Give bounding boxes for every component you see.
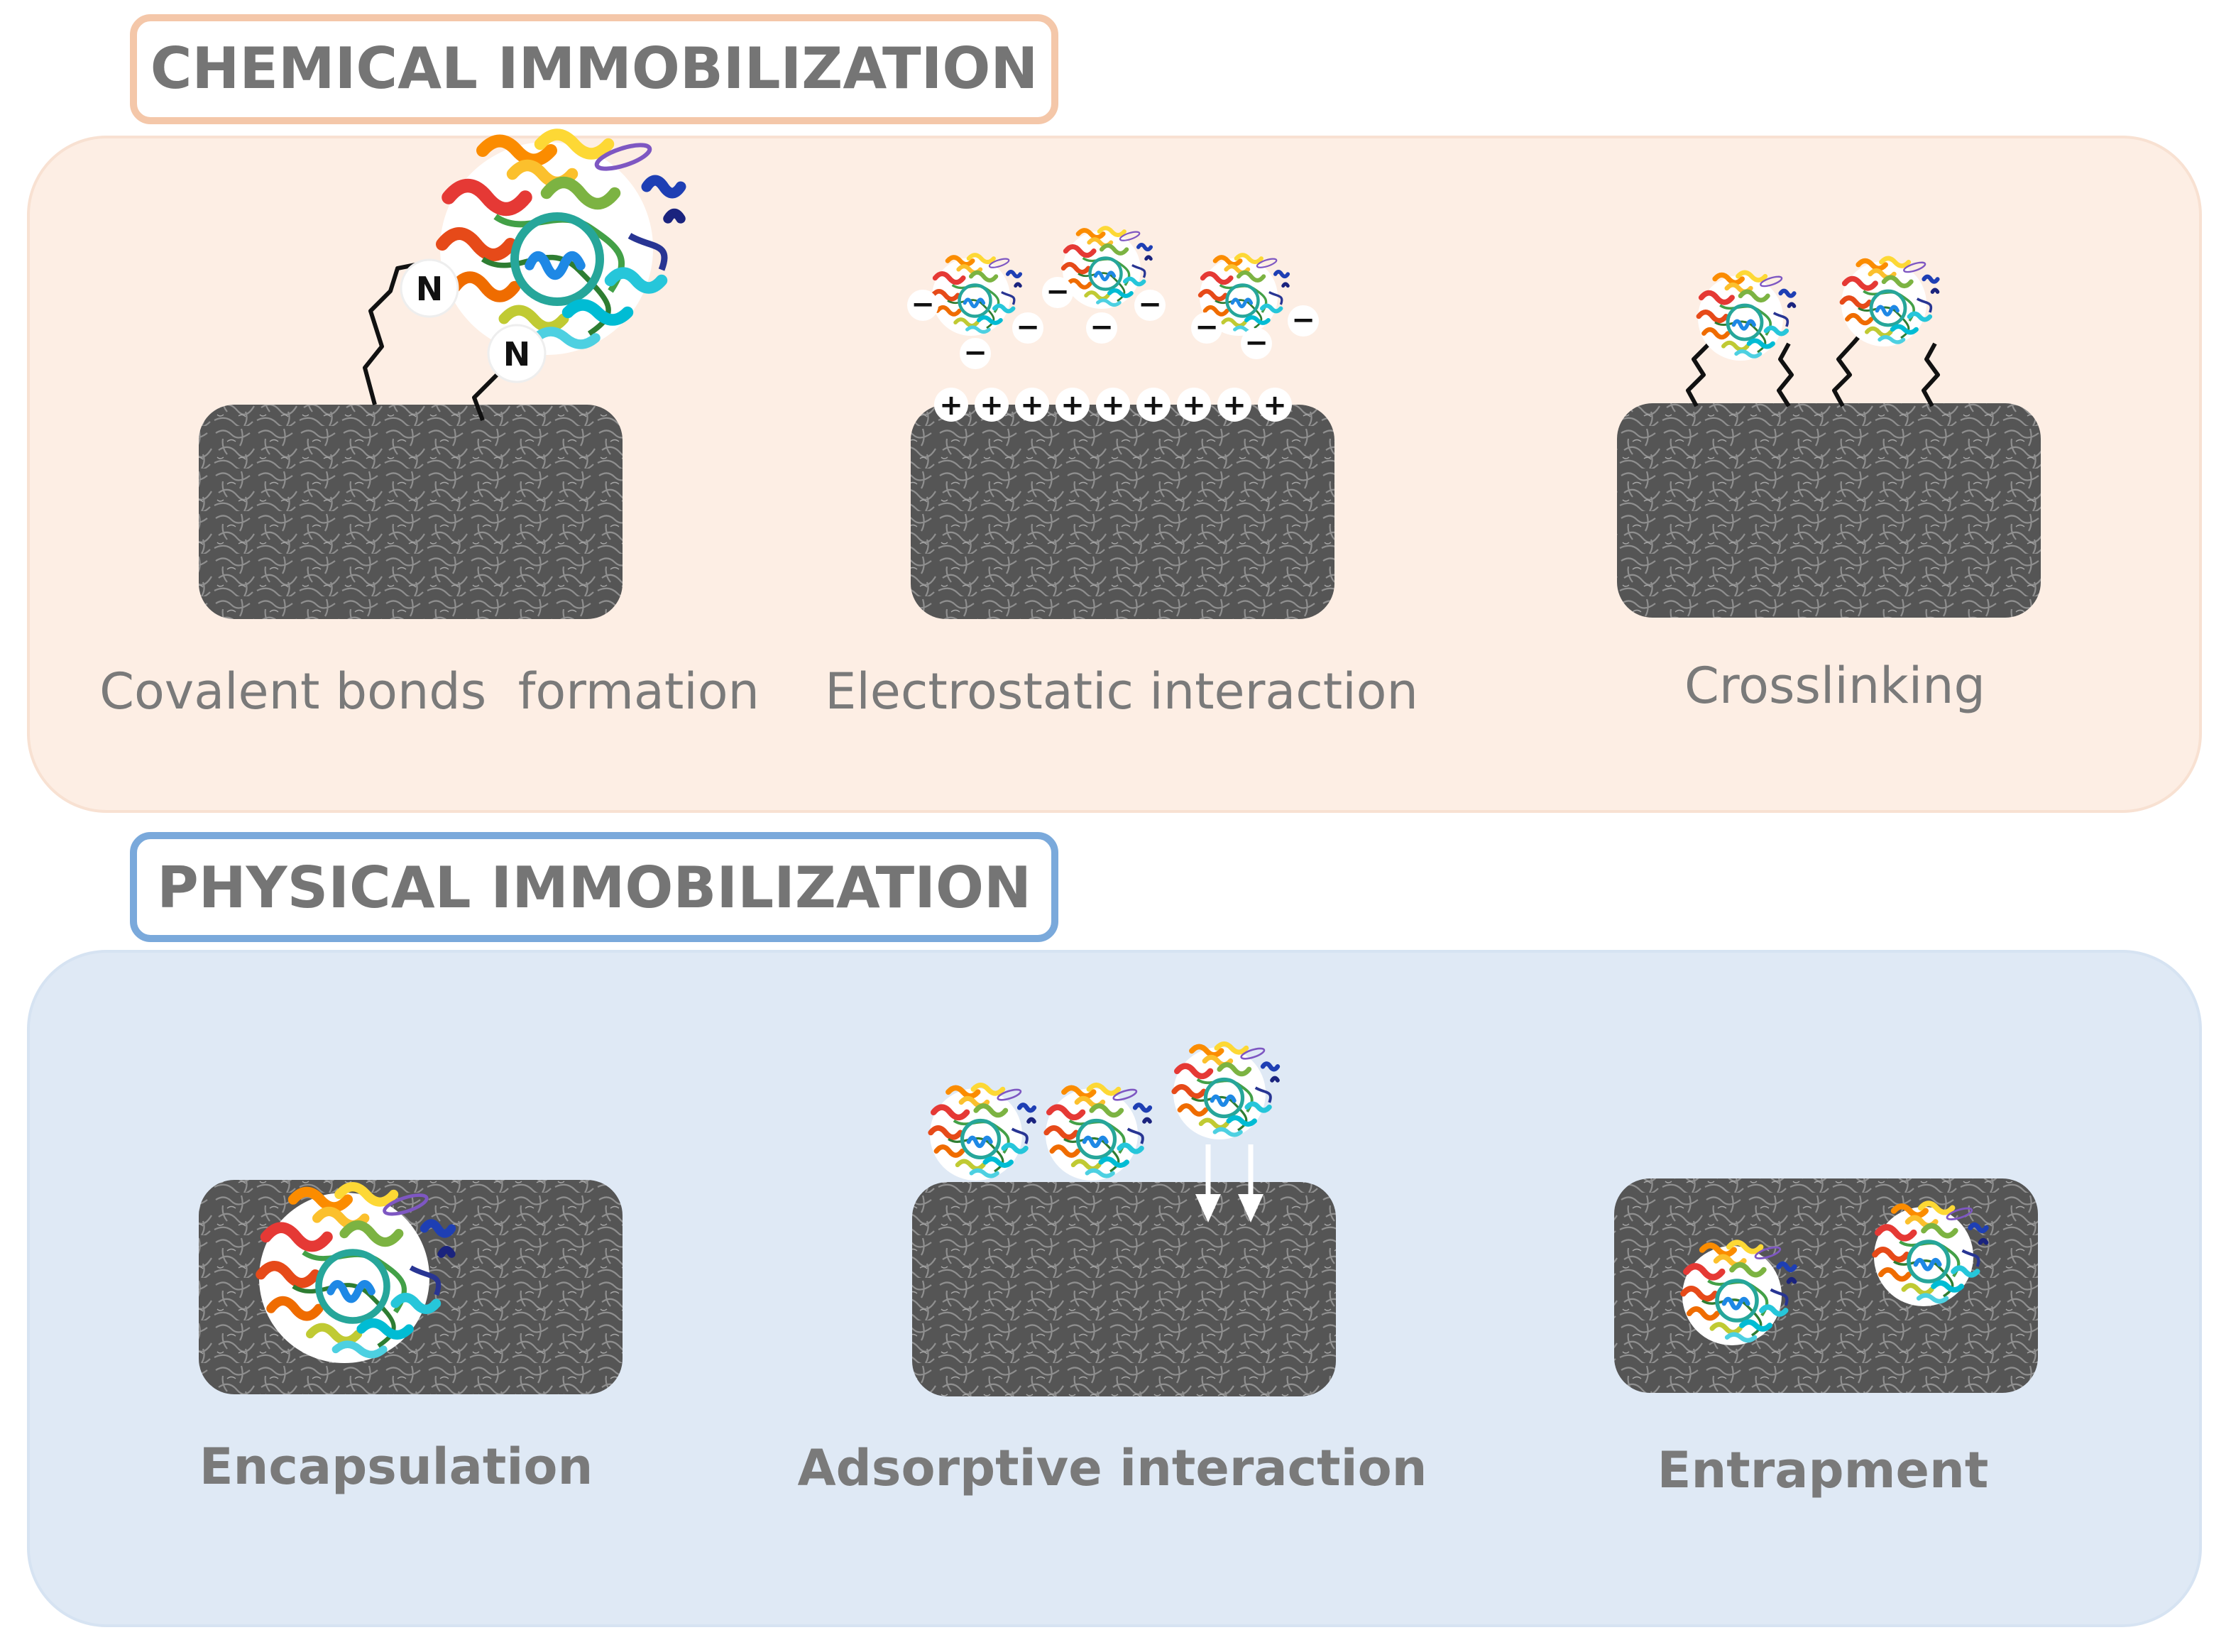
method-covalent: N N Covalent bonds formation xyxy=(99,135,760,721)
positive-charge-label: + xyxy=(1101,389,1125,422)
negative-charge-label: − xyxy=(1244,327,1268,359)
negative-charge-label: − xyxy=(1195,311,1219,344)
nitrogen-label: N xyxy=(416,270,444,308)
positive-charge xyxy=(1217,388,1251,422)
support-block xyxy=(199,405,623,619)
positive-charge xyxy=(1056,388,1090,422)
method-label: Covalent bonds formation xyxy=(99,662,760,721)
negative-charge-label: − xyxy=(911,288,935,321)
positive-charge-label: + xyxy=(980,389,1004,422)
method-encapsulation: Encapsulation xyxy=(199,1180,623,1496)
positive-charge-label: + xyxy=(1182,389,1206,422)
nitrogen-label: N xyxy=(503,335,531,373)
linker-chain xyxy=(363,261,427,405)
positive-charge xyxy=(1096,388,1130,422)
support-block xyxy=(911,405,1334,619)
support-block xyxy=(1614,1178,2038,1393)
negative-charges: −−−−−−−−− xyxy=(907,275,1319,369)
method-label: Entrapment xyxy=(1657,1441,1989,1499)
negative-charge xyxy=(1012,312,1043,344)
negative-charge-label: − xyxy=(1016,311,1040,344)
positive-charge-label: + xyxy=(1141,389,1166,422)
method-label: Crosslinking xyxy=(1684,657,1985,715)
physical-section: PHYSICAL IMMOBILIZATION Encapsulation Ad… xyxy=(27,832,2202,1627)
nitrogen-atom xyxy=(487,324,547,383)
negative-charge-label: − xyxy=(963,337,987,369)
positive-charge xyxy=(1177,388,1211,422)
physical-title: PHYSICAL IMMOBILIZATION xyxy=(157,855,1031,921)
method-label: Electrostatic interaction xyxy=(825,662,1418,721)
chemical-title: CHEMICAL IMMOBILIZATION xyxy=(150,35,1038,102)
negative-charge-label: − xyxy=(1138,288,1162,321)
support-block xyxy=(912,1182,1336,1396)
crosslink-chain xyxy=(1832,331,1865,407)
positive-charge xyxy=(1015,388,1049,422)
method-electrostatic: +++++++++ −−−−−−−−− Electrostatic intera… xyxy=(825,228,1418,721)
negative-charge xyxy=(1241,328,1272,359)
negative-charge-label: − xyxy=(1291,304,1315,337)
support-block xyxy=(1617,403,2041,618)
positive-charge-row: + + + + + + + + + xyxy=(934,388,1292,422)
method-entrapment: Entrapment xyxy=(1614,1178,2038,1499)
negative-charge xyxy=(1191,312,1222,344)
crosslink-chain xyxy=(1777,342,1794,407)
chemical-title-box xyxy=(130,14,1058,124)
positive-charge-label: + xyxy=(1263,389,1287,422)
positive-charge xyxy=(975,388,1009,422)
negative-charge xyxy=(907,290,938,321)
positive-charge xyxy=(1258,388,1292,422)
nitrogen-atom xyxy=(400,258,459,318)
negative-charge xyxy=(1134,290,1166,321)
method-adsorptive: Adsorptive interaction xyxy=(798,1044,1427,1497)
negative-charge-label: − xyxy=(1046,275,1070,308)
positive-charge-label: + xyxy=(1222,389,1246,422)
positive-charge-label: + xyxy=(939,389,963,422)
method-label: Encapsulation xyxy=(199,1438,593,1496)
method-crosslinking: Crosslinking xyxy=(1617,258,2041,715)
positive-charge-label: + xyxy=(1060,389,1085,422)
negative-charge xyxy=(1086,312,1117,344)
positive-charge-label: + xyxy=(1020,389,1044,422)
arrow-down-icon xyxy=(1238,1144,1263,1222)
negative-charge xyxy=(1288,305,1319,337)
negative-charge xyxy=(1042,277,1073,308)
chemical-section: CHEMICAL IMMOBILIZATION N N Covalent bon… xyxy=(27,14,2202,813)
physical-title-box xyxy=(130,832,1058,942)
negative-charge xyxy=(960,338,991,369)
positive-charge xyxy=(934,388,968,422)
crosslink-chain xyxy=(1922,342,1940,407)
arrow-down-icon xyxy=(1195,1144,1221,1222)
method-label: Adsorptive interaction xyxy=(798,1439,1427,1497)
negative-charge-label: − xyxy=(1090,311,1114,344)
positive-charge xyxy=(1136,388,1171,422)
